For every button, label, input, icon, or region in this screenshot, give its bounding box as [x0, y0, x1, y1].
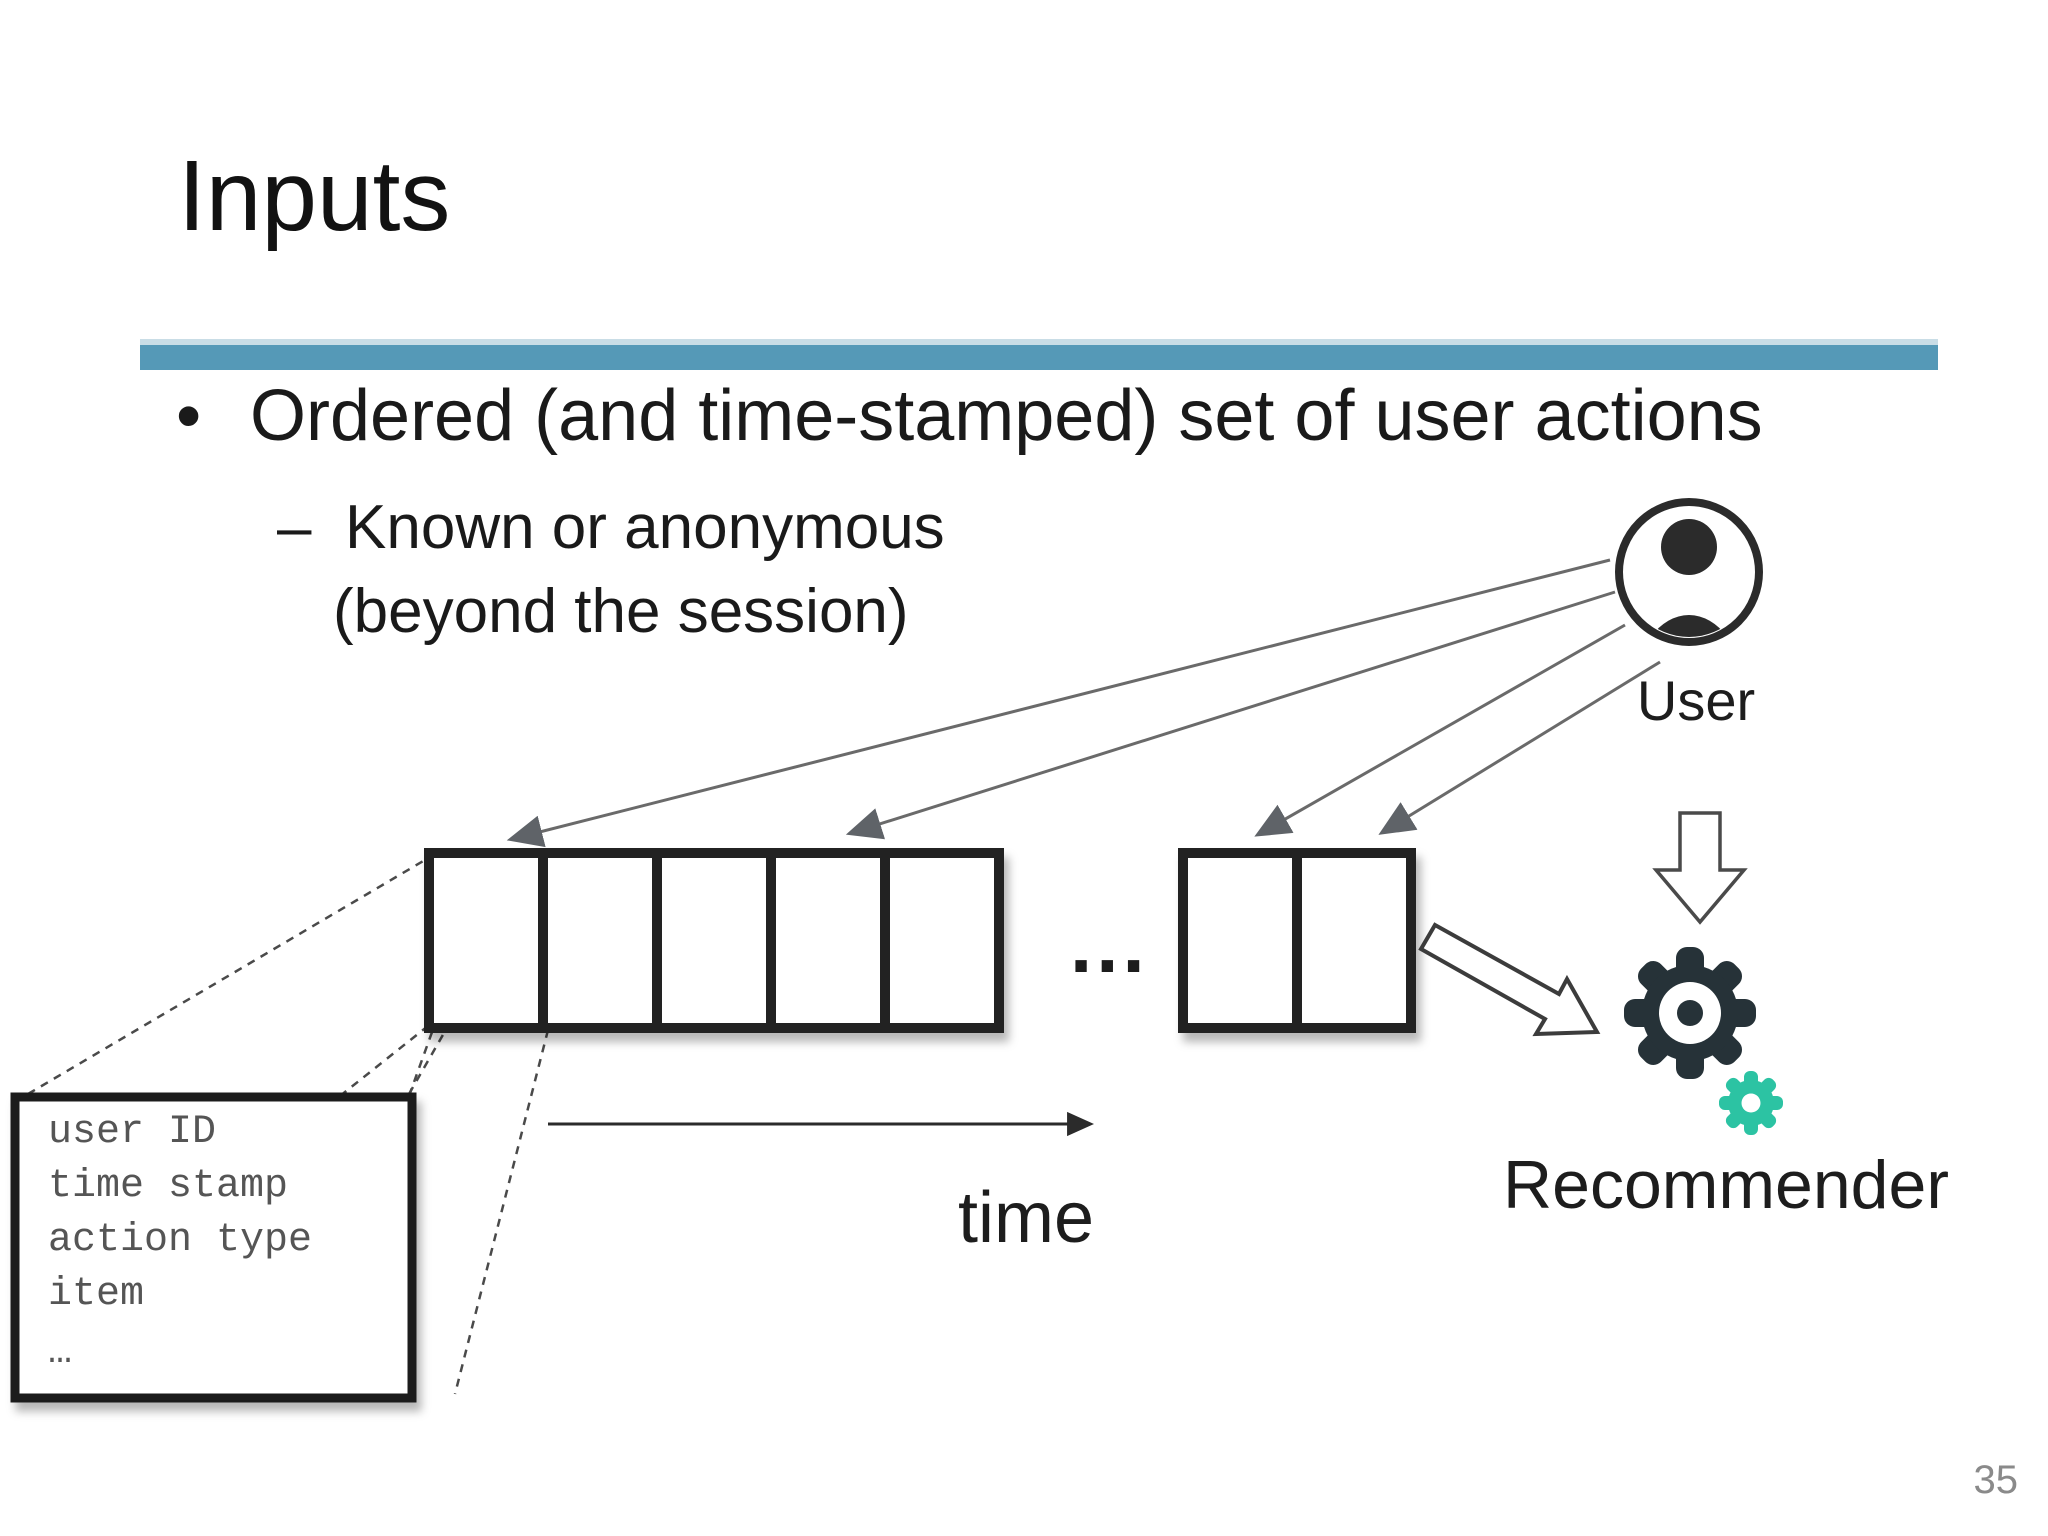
- record-box-frame: [10, 1092, 417, 1403]
- expansion-dashed-line: [453, 1029, 550, 1395]
- recommender-gear-icon: [1624, 947, 1756, 1079]
- record-box: user ID time stamp action type item …: [10, 1092, 417, 1403]
- user-action-arrow: [1378, 660, 1661, 835]
- bullet-item: •Ordered (and time-stamped) set of user …: [176, 380, 1763, 452]
- expansion-dashed-lines: [27, 855, 550, 1395]
- record-line: …: [48, 1330, 72, 1375]
- user-action-arrow: [1254, 623, 1626, 837]
- expansion-dashed-line: [27, 855, 431, 1096]
- user-action-arrow: [506, 558, 1611, 848]
- session-boxes-right: [1178, 848, 1416, 1033]
- page-number: 35: [1973, 1458, 2019, 1502]
- sub-bullet-line1: Known or anonymous: [345, 493, 945, 562]
- sub-bullet: –Known or anonymous (beyond the session): [277, 486, 945, 655]
- expansion-dashed-line: [407, 1020, 438, 1097]
- expansion-dashed-line: [339, 1021, 434, 1097]
- bullet-marker: •: [176, 376, 202, 456]
- sub-bullet-line1-row: –Known or anonymous: [277, 486, 945, 570]
- sub-bullet-dash: –: [277, 493, 312, 562]
- slide-title: Inputs: [178, 140, 451, 252]
- bullet-text: Ordered (and time-stamped) set of user a…: [250, 376, 1763, 456]
- user-action-arrow: [845, 590, 1616, 840]
- title-divider: [140, 339, 1938, 370]
- time-label: time: [958, 1178, 1094, 1258]
- sub-bullet-line2: (beyond the session): [333, 577, 909, 647]
- user-to-recommender-arrow-icon: [1652, 811, 1748, 925]
- record-line: action type: [48, 1218, 312, 1263]
- user-label: User: [1637, 669, 1755, 732]
- record-line: user ID: [48, 1110, 216, 1155]
- user-icon: [1615, 498, 1763, 646]
- record-line: item: [48, 1272, 144, 1317]
- user-action-arrows: [506, 558, 1661, 848]
- session-boxes-left: [424, 848, 1004, 1033]
- ellipsis: ...: [1070, 900, 1149, 989]
- record-line: time stamp: [48, 1164, 288, 1209]
- session-to-recommender-arrow-icon: [1418, 922, 1601, 1037]
- small-gear-icon: [1719, 1071, 1783, 1135]
- recommender-label: Recommender: [1503, 1147, 1949, 1223]
